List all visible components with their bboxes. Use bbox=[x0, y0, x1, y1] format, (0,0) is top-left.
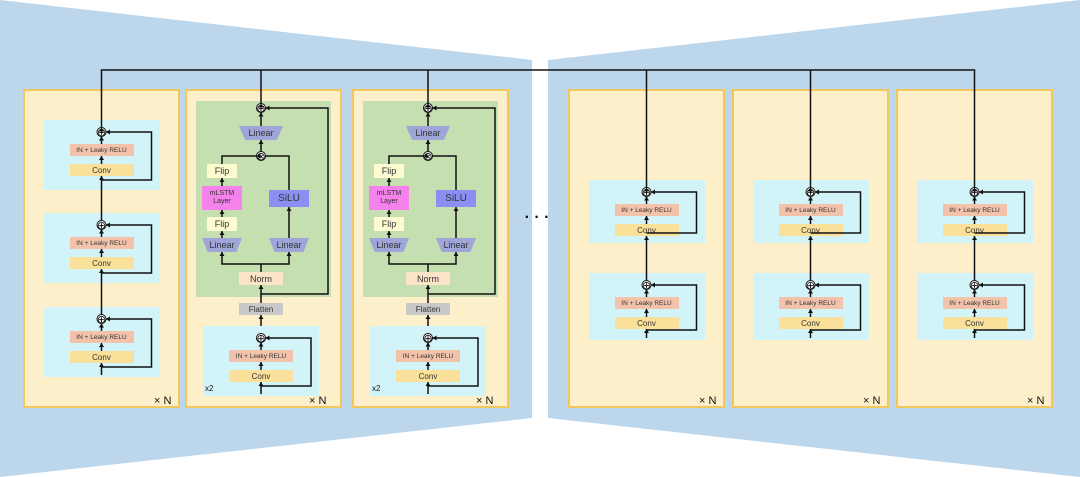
conv-box: Conv bbox=[69, 257, 134, 269]
linear-out-box: Linear bbox=[239, 126, 283, 140]
flatten-box: Flatten bbox=[239, 303, 283, 315]
silu-box: SiLU bbox=[269, 190, 309, 207]
conv-box: Conv bbox=[778, 224, 843, 236]
flip-box-top: Flip bbox=[207, 164, 237, 178]
mlstm-label-line1: mLSTM bbox=[209, 190, 235, 197]
in-leaky-relu-box: IN + Leaky RELU bbox=[778, 297, 843, 309]
conv-box: Conv bbox=[396, 370, 460, 382]
conv-panel-5 bbox=[732, 89, 889, 408]
linear-left-box: Linear bbox=[369, 238, 409, 252]
in-leaky-relu-box: IN + Leaky RELU bbox=[69, 144, 134, 156]
repeat-x2-label: x2 bbox=[205, 384, 214, 393]
in-leaky-relu-box: IN + Leaky RELU bbox=[942, 297, 1007, 309]
linear-right-box: Linear bbox=[436, 238, 476, 252]
flip-box-bottom: Flip bbox=[374, 217, 404, 231]
repeat-n-label: × N bbox=[309, 395, 327, 407]
conv-panel-4 bbox=[568, 89, 725, 408]
flip-box-top: Flip bbox=[374, 164, 404, 178]
conv-box: Conv bbox=[69, 351, 134, 363]
conv-box: Conv bbox=[942, 317, 1007, 329]
in-leaky-relu-box: IN + Leaky RELU bbox=[69, 237, 134, 249]
in-leaky-relu-box: IN + Leaky RELU bbox=[69, 331, 134, 343]
linear-left-box: Linear bbox=[202, 238, 242, 252]
linear-out-box: Linear bbox=[406, 126, 450, 140]
in-leaky-relu-box: IN + Leaky RELU bbox=[396, 350, 460, 362]
conv-box: Conv bbox=[614, 317, 679, 329]
in-leaky-relu-box: IN + Leaky RELU bbox=[614, 204, 679, 216]
repeat-n-label: × N bbox=[154, 395, 172, 407]
conv-panel-6 bbox=[896, 89, 1053, 408]
flatten-box: Flatten bbox=[406, 303, 450, 315]
in-leaky-relu-box: IN + Leaky RELU bbox=[942, 204, 1007, 216]
conv-box: Conv bbox=[229, 370, 293, 382]
norm-box: Norm bbox=[406, 272, 450, 285]
conv-box: Conv bbox=[778, 317, 843, 329]
silu-box: SiLU bbox=[436, 190, 476, 207]
repeat-n-label: × N bbox=[699, 395, 717, 407]
repeat-n-label: × N bbox=[476, 395, 494, 407]
in-leaky-relu-box: IN + Leaky RELU bbox=[614, 297, 679, 309]
conv-box: Conv bbox=[614, 224, 679, 236]
in-leaky-relu-box: IN + Leaky RELU bbox=[229, 350, 293, 362]
conv-box: Conv bbox=[69, 164, 134, 176]
conv-box: Conv bbox=[942, 224, 1007, 236]
mlstm-label-line2: Layer bbox=[213, 198, 231, 205]
mlstm-label-line1: mLSTM bbox=[376, 190, 402, 197]
mlstm-label-line2: Layer bbox=[380, 198, 398, 205]
repeat-x2-label: x2 bbox=[372, 384, 381, 393]
linear-right-box: Linear bbox=[269, 238, 309, 252]
in-leaky-relu-box: IN + Leaky RELU bbox=[778, 204, 843, 216]
norm-box: Norm bbox=[239, 272, 283, 285]
repeat-n-label: × N bbox=[863, 395, 881, 407]
ellipsis-label: · · · bbox=[524, 209, 550, 226]
repeat-n-label: × N bbox=[1027, 395, 1045, 407]
flip-box-bottom: Flip bbox=[207, 217, 237, 231]
